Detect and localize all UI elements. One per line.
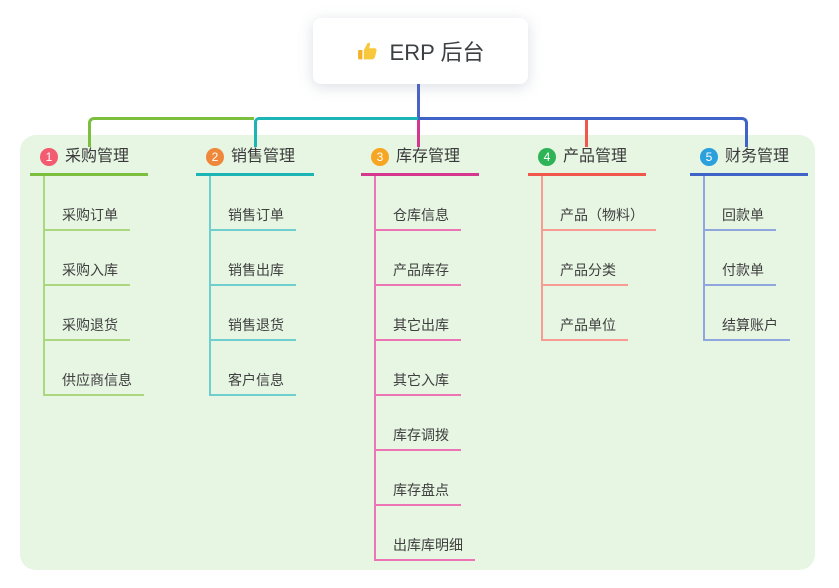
- branch-item[interactable]: 产品（物料）: [543, 176, 656, 231]
- branch-inventory: 3 库存管理 仓库信息 产品库存 其它出库 其它入库 库存调拨 库存盘点 出库库…: [361, 144, 479, 561]
- branch-title[interactable]: 5 财务管理: [690, 144, 808, 176]
- branch-number-badge: 1: [40, 147, 58, 166]
- branch-items: 销售订单 销售出库 销售退货 客户信息: [209, 176, 314, 396]
- connector-branch3-drop: [417, 120, 420, 147]
- branch-item[interactable]: 产品单位: [543, 286, 628, 341]
- branch-title[interactable]: 2 销售管理: [196, 144, 314, 176]
- branch-title-label: 销售管理: [231, 148, 296, 165]
- branch-item[interactable]: 付款单: [705, 231, 776, 286]
- branch-item[interactable]: 客户信息: [211, 341, 296, 396]
- branch-title-label: 产品管理: [563, 148, 628, 165]
- branch-items: 仓库信息 产品库存 其它出库 其它入库 库存调拨 库存盘点 出库库明细: [374, 176, 479, 561]
- connector-branch2-elbow: [254, 117, 418, 147]
- branch-item[interactable]: 其它入库: [376, 341, 461, 396]
- branch-title-label: 采购管理: [65, 148, 130, 165]
- connector-branch1-elbow: [88, 117, 254, 147]
- branch-item[interactable]: 供应商信息: [45, 341, 144, 396]
- branch-title-label: 库存管理: [396, 148, 461, 165]
- connector-branch5-elbow: [418, 117, 748, 147]
- branch-item[interactable]: 库存调拨: [376, 396, 461, 451]
- branch-item[interactable]: 产品分类: [543, 231, 628, 286]
- branch-purchase: 1 采购管理 采购订单 采购入库 采购退货 供应商信息: [30, 144, 148, 396]
- branch-item[interactable]: 采购订单: [45, 176, 130, 231]
- branch-title-label: 财务管理: [725, 148, 790, 165]
- branch-product: 4 产品管理 产品（物料） 产品分类 产品单位: [528, 144, 656, 341]
- branch-item[interactable]: 其它出库: [376, 286, 461, 341]
- root-node[interactable]: ERP 后台: [313, 18, 528, 84]
- branch-item[interactable]: 出库库明细: [376, 506, 475, 561]
- connector-branch4-drop: [585, 120, 588, 147]
- thumbs-up-icon: [357, 40, 380, 63]
- branch-number-badge: 5: [700, 147, 718, 166]
- branch-number-badge: 2: [206, 147, 224, 166]
- branch-number-badge: 4: [538, 147, 556, 166]
- branch-item[interactable]: 销售退货: [211, 286, 296, 341]
- branch-item[interactable]: 仓库信息: [376, 176, 461, 231]
- branch-finance: 5 财务管理 回款单 付款单 结算账户: [690, 144, 808, 341]
- branch-items: 回款单 付款单 结算账户: [703, 176, 808, 341]
- branch-item[interactable]: 回款单: [705, 176, 776, 231]
- branch-title[interactable]: 3 库存管理: [361, 144, 479, 176]
- branch-item[interactable]: 结算账户: [705, 286, 790, 341]
- branches-panel: [20, 135, 815, 570]
- connector-root-stem: [417, 84, 420, 118]
- root-node-label: ERP 后台: [389, 40, 485, 65]
- branch-title[interactable]: 4 产品管理: [528, 144, 646, 176]
- branch-item[interactable]: 销售订单: [211, 176, 296, 231]
- branch-items: 采购订单 采购入库 采购退货 供应商信息: [43, 176, 148, 396]
- branch-item[interactable]: 采购退货: [45, 286, 130, 341]
- branch-item[interactable]: 产品库存: [376, 231, 461, 286]
- branch-item[interactable]: 库存盘点: [376, 451, 461, 506]
- branch-item[interactable]: 销售出库: [211, 231, 296, 286]
- branch-title[interactable]: 1 采购管理: [30, 144, 148, 176]
- branch-item[interactable]: 采购入库: [45, 231, 130, 286]
- branch-number-badge: 3: [371, 147, 389, 166]
- branch-sales: 2 销售管理 销售订单 销售出库 销售退货 客户信息: [196, 144, 314, 396]
- branch-items: 产品（物料） 产品分类 产品单位: [541, 176, 656, 341]
